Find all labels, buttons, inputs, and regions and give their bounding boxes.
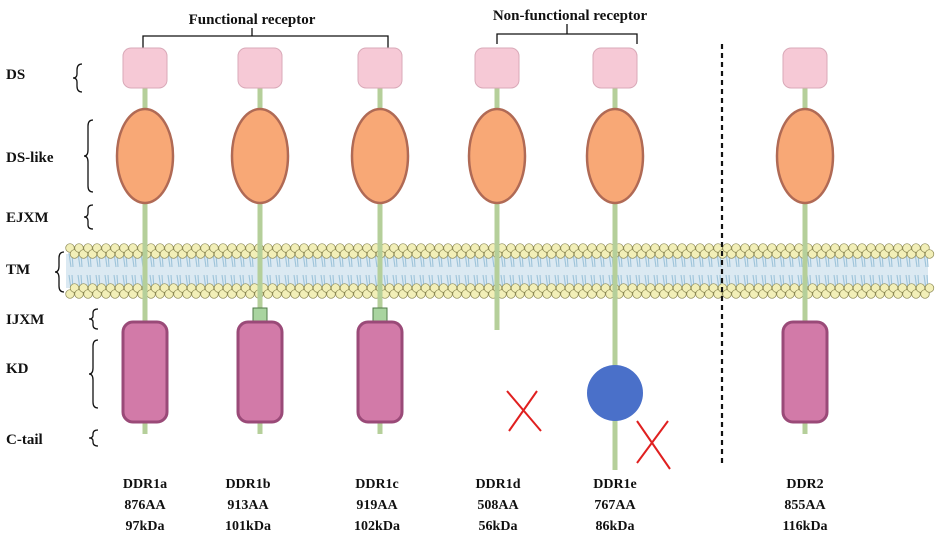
receptor-name-label: DDR1a [123,477,167,492]
receptor-name-label: DDR1b [225,477,270,492]
ds-domain-label: DS [6,67,25,83]
receptor-length-label: 913AA [227,498,269,513]
receptor-mass-label: 97kDa [126,519,165,534]
non-functional-receptor-label: Non-functional receptor [493,8,648,24]
receptor-length-label: 767AA [594,498,636,513]
receptor-length-label: 508AA [477,498,519,513]
receptor-labels: DDR1a 876AA 97kDa DDR1b 913AA 101kDa DDR1c 919A… [123,477,828,534]
ds-domain [592,47,638,89]
ds-like-domain [775,107,835,205]
receptor-length-label: 876AA [124,498,166,513]
ijxm-insert [252,307,268,323]
receptors [115,47,835,470]
kinase-domain [356,320,404,424]
functional-receptor-bracket [142,28,389,48]
receptor-mass-label: 86kDa [596,519,635,534]
receptor-name-label: DDR2 [786,477,823,492]
receptor-name-label: DDR1e [593,477,637,492]
receptor-name-label: DDR1d [475,477,520,492]
receptor-length-label: 855AA [784,498,826,513]
receptor-ddr1b [230,47,290,434]
kinase-domain [781,320,829,424]
kinase-domain [236,320,284,424]
ds-like-brace [83,119,94,193]
cross-mark [506,390,542,432]
ds-like-domain [230,107,290,205]
ejxm-domain-label: EJXM [6,210,49,226]
ds-domain [782,47,828,89]
c-tail-domain-label: C-tail [6,432,43,448]
ijxm-brace [88,308,99,330]
non-functional-receptor-bracket [496,24,638,44]
receptor-ddr1a [115,47,175,434]
ds-like-domain [350,107,410,205]
domain-braces [54,63,99,447]
receptor-ddr1c [350,47,410,434]
kd-domain-label: KD [6,361,29,377]
tm-domain-label: TM [6,262,30,278]
receptor-length-label: 919AA [356,498,398,513]
kd-brace [88,339,99,409]
ds-domain [122,47,168,89]
ds-domain [237,47,283,89]
truncated-kinase-domain [587,365,643,421]
receptor-ddr1e [585,47,671,470]
receptor-mass-label: 56kDa [479,519,518,534]
receptor-mass-label: 101kDa [225,519,271,534]
ds-like-domain-label: DS-like [6,150,54,166]
kinase-domain [121,320,169,424]
receptor-name-label: DDR1c [355,477,399,492]
cross-mark [636,420,671,470]
ejxm-brace [83,204,94,230]
c-tail-brace [88,429,99,447]
functional-receptor-label: Functional receptor [189,12,316,28]
ds-like-domain [585,107,645,205]
receptor-ddr1d [467,47,542,432]
ds-like-domain [467,107,527,205]
ijxm-domain-label: IJXM [6,312,44,328]
ds-like-domain [115,107,175,205]
ds-brace [72,63,83,93]
ijxm-insert [372,307,388,323]
receptor-ddr2 [775,47,835,434]
ds-domain [474,47,520,89]
tm-brace [54,251,65,293]
receptor-mass-label: 116kDa [782,519,827,534]
ds-domain [357,47,403,89]
receptor-mass-label: 102kDa [354,519,400,534]
